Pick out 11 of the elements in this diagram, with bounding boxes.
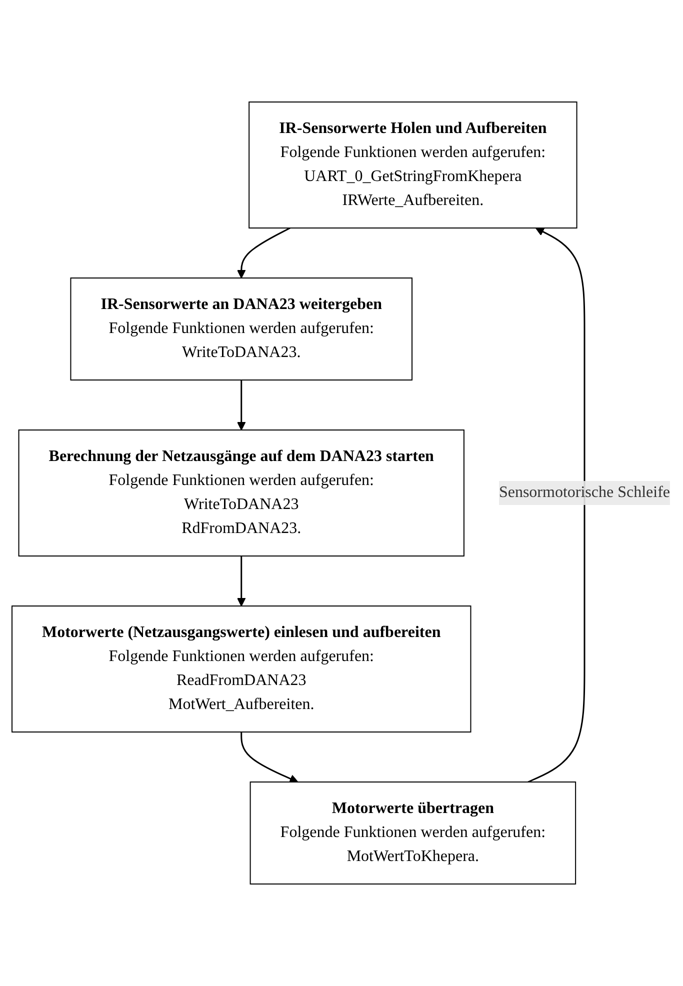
arrow xyxy=(241,732,299,783)
node-box: Berechnung der Netzausgänge auf dem DANA23 starten Folgende Funktionen werden aufgerufen: WriteToDANA23 RdFromDANA23. xyxy=(18,430,465,556)
node-box: IR-Sensorwerte an DANA23 weitergeben Folgende Funktionen werden aufgerufen: WriteToDANA23. xyxy=(70,278,413,380)
arrow xyxy=(237,556,246,606)
arrow xyxy=(528,228,586,783)
arrow xyxy=(237,380,246,430)
node-box: Motorwerte (Netzausgangswerte) einlesen und aufbereiten Folgende Funktionen werden aufgerufen: ReadFromDANA23 MotWert_Aufbereiten. xyxy=(12,606,472,732)
node-box: Motorwerte übertragen Folgende Funktionen werden aufgerufen: MotWertToKhepera. xyxy=(250,782,577,884)
arrow xyxy=(237,227,291,278)
node-box: IR-Sensorwerte Holen und Aufbereiten Folgende Funktionen werden aufgerufen: UART_0_GetStringFromKhepera IRWerte_Aufbereiten. xyxy=(249,102,578,228)
edge-label: Sensormotorische Schleife xyxy=(499,484,671,501)
